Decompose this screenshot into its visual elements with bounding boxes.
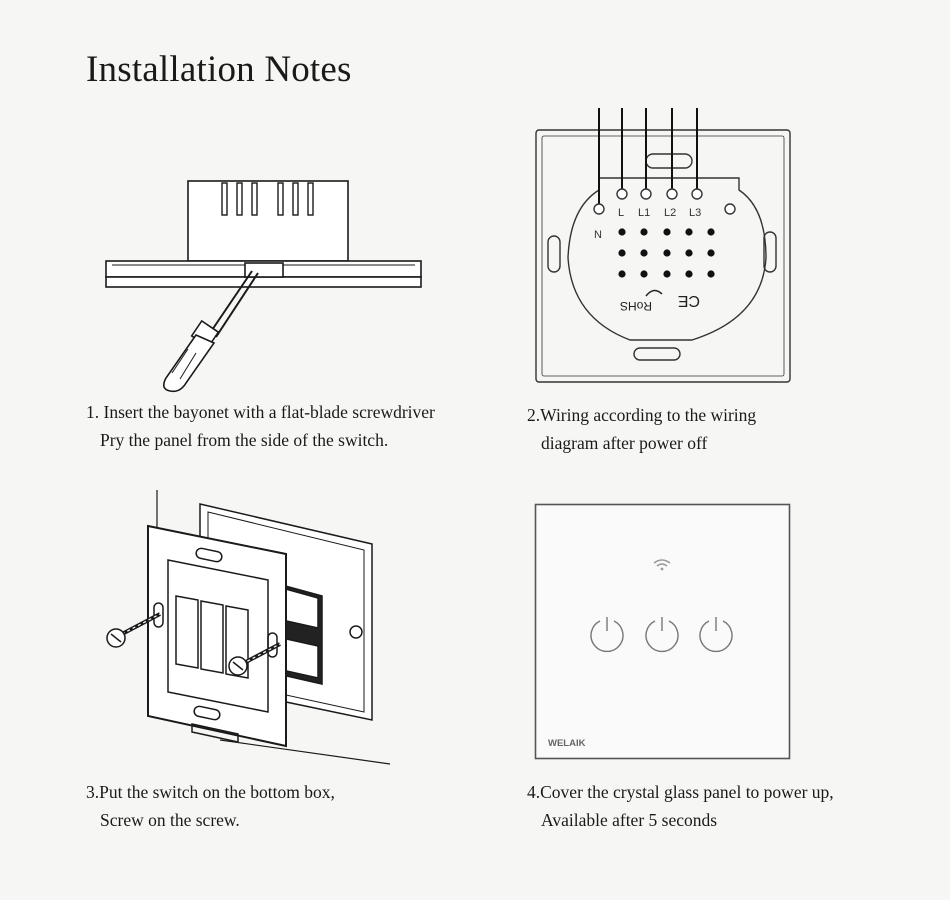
wifi-icon [653,559,671,571]
terminal-label-l: L [618,207,624,219]
step-3-caption-line1: 3.Put the switch on the bottom box, [86,782,335,802]
step-3-caption-line2: Screw on the screw. [100,810,240,830]
page-title: Installation Notes [86,49,352,90]
step-1-illustration [100,175,430,395]
terminal-label-l1: L1 [638,207,650,219]
step-2-illustration: N L L1 L2 L3 RoHS CE [534,108,794,386]
step-4-illustration: WELAIK [534,503,792,763]
terminal-label-l2: L2 [664,207,676,219]
step-4-caption-line2: Available after 5 seconds [541,810,718,830]
step-1-caption-line1: 1. Insert the bayonet with a flat-blade … [86,402,435,422]
power-icon [590,617,624,653]
step-2-caption-line1: 2.Wiring according to the wiring [527,405,757,425]
brand-logo-text: WELAIK [548,738,586,749]
step-3-illustration [100,488,396,768]
power-icon [699,617,733,653]
terminal-label-l3: L3 [689,207,701,219]
step-2-caption-line2: diagram after power off [541,433,708,453]
ce-mark: CE [678,292,700,309]
step-1-caption-line2: Pry the panel from the side of the switc… [100,430,389,450]
power-icon [645,617,679,653]
terminal-label-n: N [594,229,602,241]
step-4-caption-line1: 4.Cover the crystal glass panel to power… [527,782,834,802]
rohs-mark: RoHS [620,299,652,313]
